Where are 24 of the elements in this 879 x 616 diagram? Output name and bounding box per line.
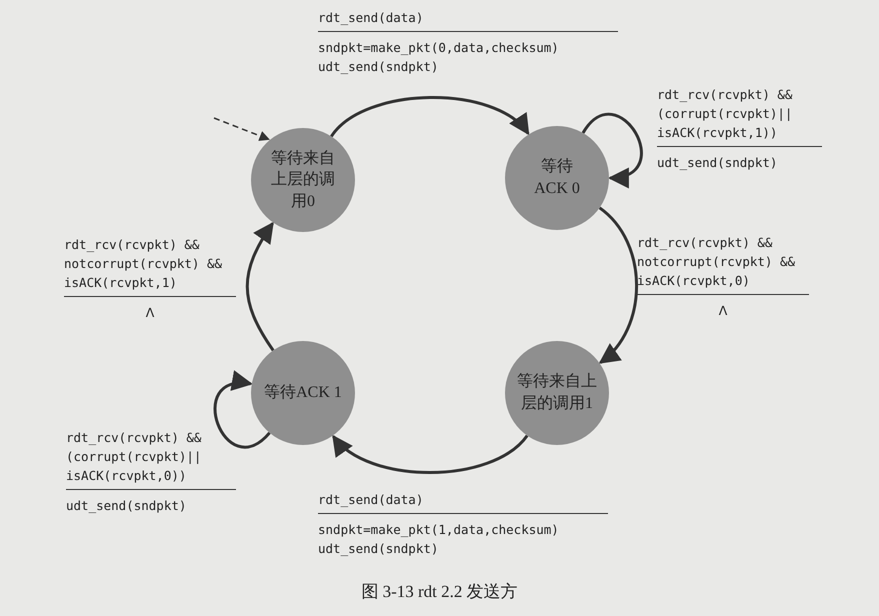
- transition-action: sndpkt=make_pkt(1,data,checksum) udt_send(sndpkt): [318, 521, 560, 558]
- transition-action: sndpkt=make_pkt(0,data,checksum) udt_send(sndpkt): [318, 39, 560, 76]
- transition-arrow: [246, 222, 274, 352]
- transition-action: Λ: [718, 302, 728, 320]
- transition-condition: rdt_send(data): [318, 8, 618, 32]
- transition-arrow: [330, 96, 530, 138]
- transition-arrow: [582, 112, 643, 186]
- transition-condition: rdt_rcv(rcvpkt) && (corrupt(rcvpkt)|| isACK(rcvpkt,0)): [66, 428, 236, 490]
- transition-action: Λ: [144, 304, 156, 322]
- state-name: 等待ACK 0: [533, 157, 581, 199]
- initial-arrow: [214, 117, 270, 141]
- transition-arrow: [332, 434, 528, 474]
- transition-arrow: [598, 206, 638, 364]
- transition-arrow: [214, 372, 271, 448]
- transition-condition: rdt_rcv(rcvpkt) && notcorrupt(rcvpkt) && isACK(rcvpkt,0): [637, 233, 809, 295]
- transition-action: udt_send(sndpkt): [66, 497, 188, 515]
- transition-action: udt_send(sndpkt): [657, 154, 778, 172]
- transition-condition: rdt_send(data): [318, 490, 608, 514]
- figure-caption: 图 3-13 rdt 2.2 发送方: [360, 581, 519, 603]
- transition-condition: rdt_rcv(rcvpkt) && (corrupt(rcvpkt)|| isACK(rcvpkt,1)): [657, 85, 822, 147]
- state-name: 等待来自上层的调用0: [270, 148, 336, 212]
- transition-condition: rdt_rcv(rcvpkt) && notcorrupt(rcvpkt) && isACK(rcvpkt,1): [64, 235, 236, 297]
- state-name: 等待来自上层的调用1: [516, 372, 598, 414]
- state-name: 等待ACK 1: [263, 383, 343, 404]
